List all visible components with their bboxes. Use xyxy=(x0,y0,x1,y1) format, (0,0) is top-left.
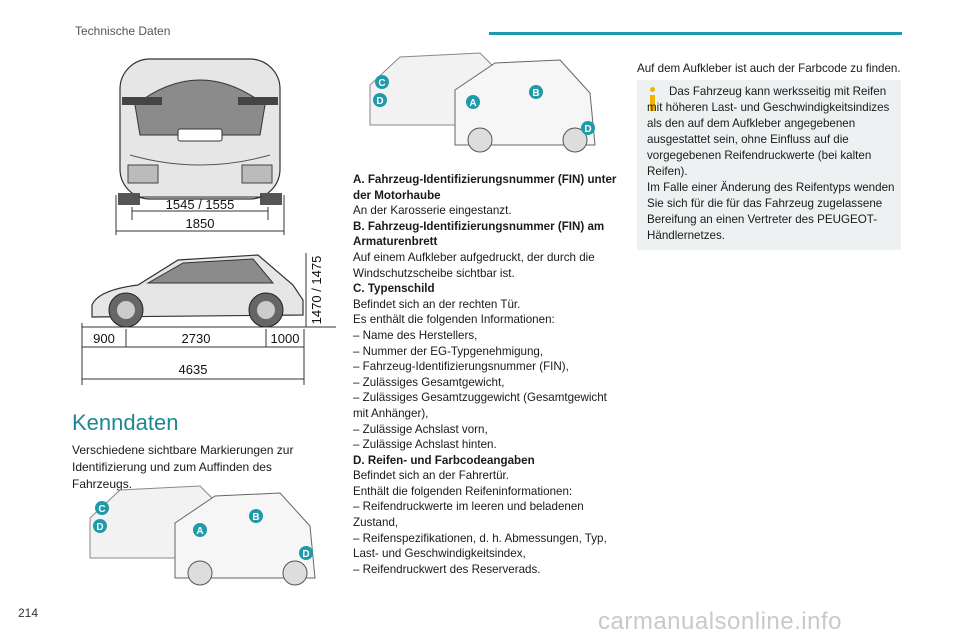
item-heading: A. Fahrzeug-Identifizierungsnummer (FIN)… xyxy=(353,173,617,202)
label-a-marker: A xyxy=(193,523,207,537)
item-text: Befindet sich an der Fahrertür. xyxy=(353,469,509,483)
dim-height: 1470 / 1475 xyxy=(309,256,324,325)
svg-text:D: D xyxy=(96,522,103,533)
info-icon xyxy=(647,87,657,113)
item-text: – Zulässige Achslast vorn, xyxy=(353,422,488,436)
info-box: Das Fahrzeug kann werksseitig mit Reifen… xyxy=(637,80,901,250)
label-c-marker: C xyxy=(95,501,109,515)
dim-width: 1850 xyxy=(186,216,215,231)
svg-text:D: D xyxy=(376,96,383,107)
item-text: Es enthält die folgenden Informationen: xyxy=(353,313,555,327)
label-c-marker: C xyxy=(375,75,389,89)
svg-text:C: C xyxy=(98,504,105,515)
dim-wheelbase: 2730 xyxy=(182,331,211,346)
item-heading: C. Typenschild xyxy=(353,282,435,296)
dim-rear-overhang: 1000 xyxy=(271,331,300,346)
running-header: Technische Daten xyxy=(75,24,171,38)
info-line-2: Im Falle einer Änderung des Reifentyps w… xyxy=(647,181,895,242)
item-heading: B. Fahrzeug-Identifizierungsnummer (FIN)… xyxy=(353,219,605,249)
svg-text:A: A xyxy=(196,526,203,537)
item-heading: D. Reifen- und Farbcodeangaben xyxy=(353,453,535,467)
item-text: – Fahrzeug-Identifizierungsnummer (FIN), xyxy=(353,360,569,374)
svg-text:D: D xyxy=(302,549,309,560)
header-accent-bar xyxy=(489,32,902,35)
item-text: – Reifendruckwert des Reserverads. xyxy=(353,562,541,576)
color-code-note: Auf dem Aufkleber ist auch der Farbcode … xyxy=(637,62,901,75)
label-d2-marker: D xyxy=(299,546,313,560)
item-text: An der Karosserie eingestanzt. xyxy=(353,204,512,218)
item-text: – Reifendruckwerte im leeren und beladen… xyxy=(353,500,584,530)
label-d2-marker: D xyxy=(581,121,595,135)
svg-text:B: B xyxy=(252,512,259,523)
dim-front-overhang: 900 xyxy=(93,331,115,346)
info-text: Das Fahrzeug kann werksseitig mit Reifen… xyxy=(647,84,895,244)
item-text: Enthält die folgenden Reifeninformatione… xyxy=(353,484,573,498)
dim-length: 4635 xyxy=(179,362,208,377)
item-text: Auf einem Aufkleber aufgedruckt, der dur… xyxy=(353,250,595,280)
item-text: – Zulässige Achslast hinten. xyxy=(353,438,497,452)
section-intro: Verschiedene sichtbare Markierungen zur … xyxy=(72,443,294,491)
svg-text:C: C xyxy=(378,78,385,89)
label-d-marker: D xyxy=(93,519,107,533)
label-d-marker: D xyxy=(373,93,387,107)
label-a-marker: A xyxy=(466,95,480,109)
svg-text:D: D xyxy=(584,124,591,135)
dim-track: 1545 / 1555 xyxy=(166,197,235,212)
item-text: – Nummer der EG-Typgenehmigung, xyxy=(353,344,544,358)
identification-figure-1: C D A B D xyxy=(89,485,316,586)
svg-text:A: A xyxy=(469,98,476,109)
svg-text:B: B xyxy=(532,88,539,99)
item-text: – Zulässiges Gesamtzuggewicht (Gesamtgew… xyxy=(353,391,607,420)
label-b-marker: B xyxy=(529,85,543,99)
item-text: – Reifenspezifikationen, d. h. Abmessung… xyxy=(353,531,607,561)
watermark: carmanualsonline.info xyxy=(598,608,842,635)
item-text: – Zulässiges Gesamtgewicht, xyxy=(353,375,505,389)
section-title: Kenndaten xyxy=(72,410,179,435)
item-text: Befindet sich an der rechten Tür. xyxy=(353,297,521,311)
page-number: 214 xyxy=(18,606,39,620)
label-b-marker: B xyxy=(249,509,263,523)
identification-figure-2: C D A B D xyxy=(369,52,596,153)
identification-descriptions: A. Fahrzeug-Identifizierungsnummer (FIN)… xyxy=(353,172,618,577)
rear-view-figure: 1545 / 1555 1850 xyxy=(115,58,285,235)
side-view-figure: 1470 / 1475 900 2730 1000 4635 xyxy=(81,253,336,385)
item-text: – Name des Herstellers, xyxy=(353,328,478,342)
info-line-1: Das Fahrzeug kann werksseitig mit Reifen… xyxy=(647,85,890,178)
